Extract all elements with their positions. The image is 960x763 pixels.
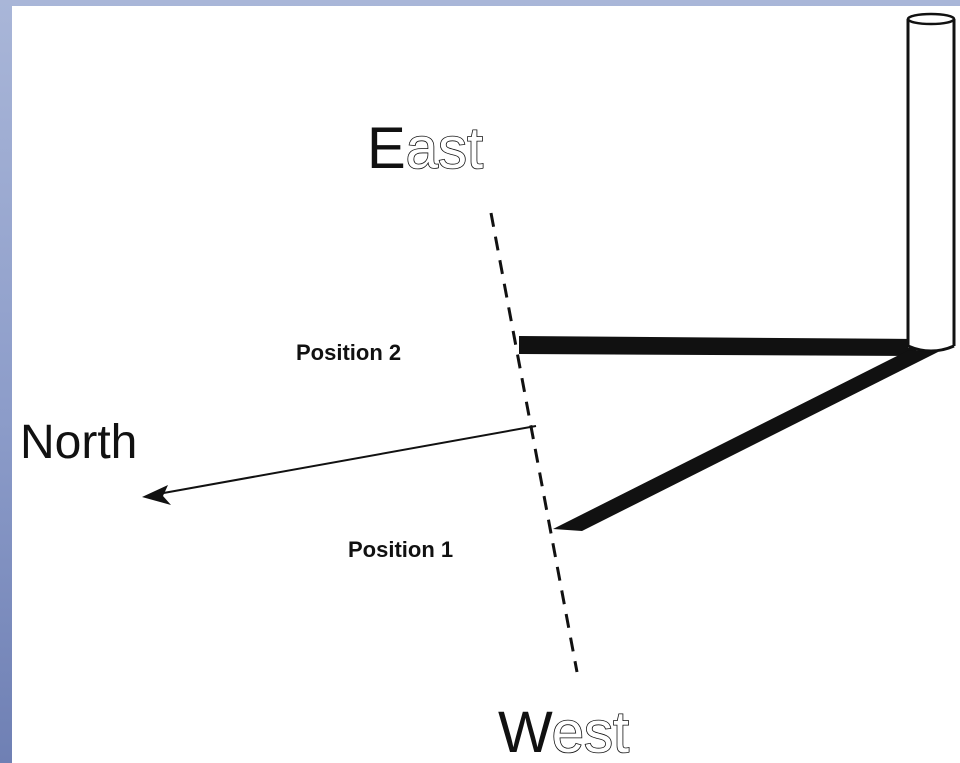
position-1-label: Position 1 [348,537,453,562]
east-west-line [489,212,579,673]
north-arrowhead [142,485,171,505]
east-label-initial: E [367,116,406,181]
west-label: West [498,700,629,763]
north-label: North [20,416,137,469]
pole-top [906,12,956,26]
shadow-position-2 [519,336,916,356]
west-label-initial: W [498,700,553,763]
shadow-position-1 [553,350,938,531]
east-label-rest: ast [406,116,483,181]
north-arrow [142,425,537,505]
west-label-rest: est [552,700,629,763]
pole-base [907,344,955,353]
east-label: East [367,116,483,181]
diagram-canvas [12,6,960,763]
position-2-label: Position 2 [296,340,401,365]
vertical-pole [906,12,956,353]
